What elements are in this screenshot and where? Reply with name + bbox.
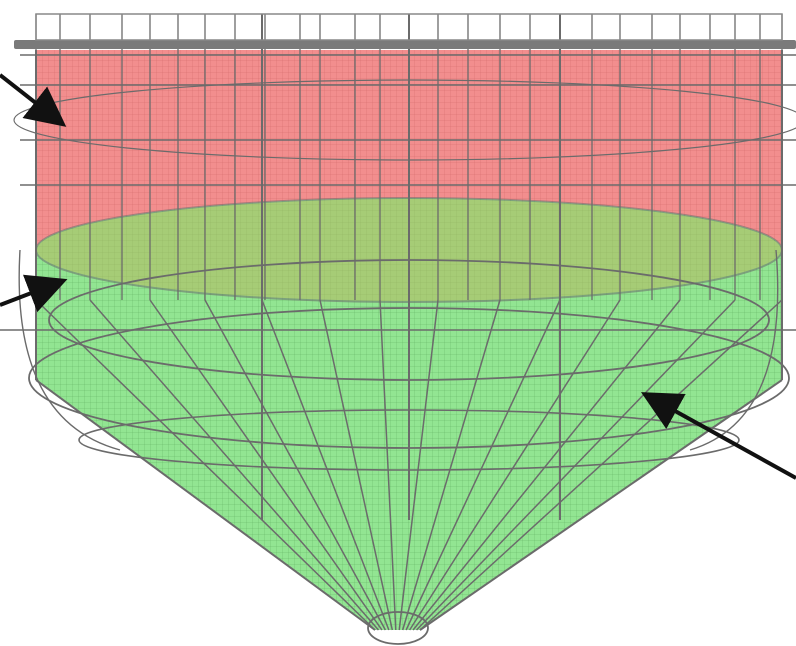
cone-rib [419,299,783,631]
cone-edge [35,379,376,631]
upper-ring [13,79,796,161]
cone-rib [405,299,561,631]
middle-ring [48,259,770,381]
cone-ring [78,409,740,471]
arrow-lower-right [641,392,796,480]
arrow-top-left [0,73,67,127]
cone-rib [204,299,387,631]
structural-frame [0,14,796,645]
roof-ring [14,13,796,49]
cone-rib [408,299,621,631]
lower-ring [28,307,790,449]
pointer-arrows [0,73,796,480]
cone-rib [379,299,397,631]
cone-rib [149,299,383,631]
cone-rib [415,299,736,631]
outlet-ring [367,611,429,645]
cone-rib [35,299,376,631]
cone-rib [89,299,380,631]
cone-rib [398,299,439,631]
cone-rib [261,299,390,631]
cone-rib [319,299,394,631]
support-skirt [18,249,779,451]
cone-rib [401,299,501,631]
arrow-middle-left [0,274,68,313]
cone-rib [412,299,681,631]
cone-edge [419,379,783,631]
